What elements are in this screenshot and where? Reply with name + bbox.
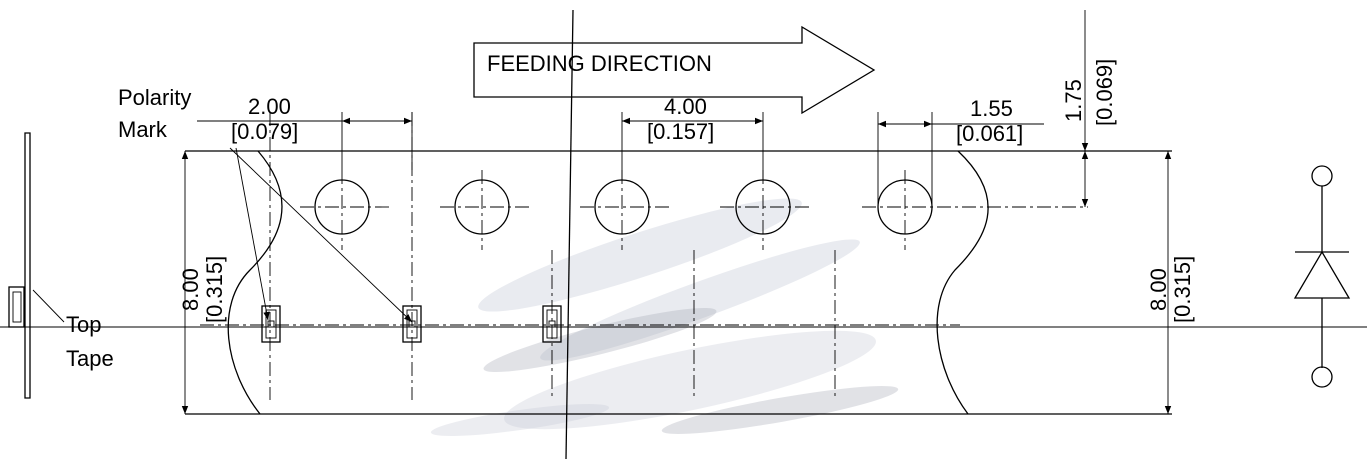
dim-edge-to-hole-mm: 1.75 (1061, 79, 1086, 122)
polarity-label-1: Polarity (118, 85, 191, 110)
carrier-tape (185, 150, 1172, 415)
dim-hole-diameter-mm: 1.55 (970, 96, 1013, 121)
dim-sprocket-offset-inch: [0.079] (231, 119, 298, 144)
sprocket-holes (300, 170, 1088, 250)
polarity-label-2: Mark (118, 117, 168, 142)
pocket (402, 305, 422, 343)
pocket (261, 305, 281, 343)
scan-artifacts (430, 198, 899, 436)
dim-sprocket-pitch-mm: 4.00 (664, 94, 707, 119)
dim-tape-width-left-inch: [0.315] (202, 256, 227, 323)
dim-sprocket-pitch-inch: [0.157] (647, 119, 714, 144)
diode-icon (1293, 165, 1351, 388)
dim-edge-to-hole-inch: [0.069] (1092, 59, 1117, 126)
dim-edge-to-hole: 1.75 [0.069] (1061, 10, 1117, 207)
feeding-direction-label: FEEDING DIRECTION (487, 51, 712, 76)
dim-sprocket-offset-mm: 2.00 (248, 94, 291, 119)
pocket (542, 305, 562, 343)
feeding-direction-arrow: FEEDING DIRECTION (473, 25, 876, 115)
dim-sprocket-offset: 2.00 [0.079] (228, 94, 413, 170)
dim-tape-width-right-mm: 8.00 (1146, 268, 1171, 311)
dim-sprocket-pitch: 4.00 [0.157] (621, 94, 764, 180)
top-tape-label-1: Top (66, 312, 101, 337)
dim-tape-width-left: 8.00 [0.315] (178, 151, 227, 414)
dim-hole-diameter: 1.55 [0.061] (877, 96, 1044, 207)
top-tape-label-2: Tape (66, 346, 114, 371)
dim-hole-diameter-inch: [0.061] (956, 121, 1023, 146)
dim-tape-width-right-inch: [0.315] (1170, 256, 1195, 323)
component-pockets (200, 112, 960, 400)
dim-tape-width-right: 8.00 [0.315] (1146, 151, 1195, 414)
dim-tape-width-left-mm: 8.00 (178, 268, 203, 311)
side-view (8, 132, 65, 399)
